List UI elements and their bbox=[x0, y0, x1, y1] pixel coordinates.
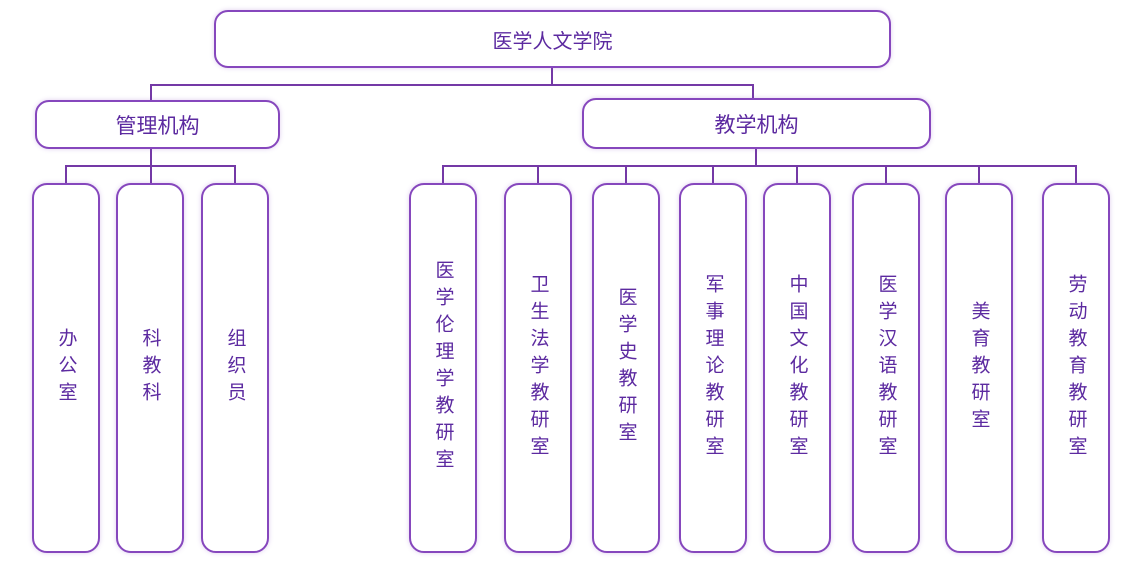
node-management-organizations: 管理机构 bbox=[35, 100, 280, 149]
connector-management-horizontal bbox=[65, 165, 236, 167]
node-school-of-medical-humanities: 医学人文学院 bbox=[214, 10, 891, 68]
node-science-education-section: 科教科 bbox=[116, 183, 184, 553]
node-office: 办公室 bbox=[32, 183, 100, 553]
node-label: 医学人文学院 bbox=[492, 30, 613, 53]
node-label: 办公室 bbox=[55, 327, 77, 409]
connector-to-office bbox=[65, 165, 67, 183]
node-organizer: 组织员 bbox=[201, 183, 269, 553]
node-label: 组织员 bbox=[224, 327, 246, 409]
node-medical-ethics-office: 医学伦理学教研室 bbox=[409, 183, 477, 553]
node-label: 军事理论教研室 bbox=[702, 273, 724, 463]
node-label: 美育教研室 bbox=[968, 300, 990, 436]
connector-root-down bbox=[551, 68, 553, 85]
node-label: 劳动教育教研室 bbox=[1065, 273, 1087, 463]
node-chinese-culture-office: 中国文化教研室 bbox=[763, 183, 831, 553]
connector-to-teaching-child-1 bbox=[442, 165, 444, 183]
node-teaching-organizations: 教学机构 bbox=[582, 98, 931, 149]
node-military-theory-office: 军事理论教研室 bbox=[679, 183, 747, 553]
node-label: 医学史教研室 bbox=[615, 287, 637, 449]
connector-level2-horizontal bbox=[150, 84, 754, 86]
connector-to-teaching-child-4 bbox=[712, 165, 714, 183]
connector-to-teaching-child-5 bbox=[796, 165, 798, 183]
node-labor-education-office: 劳动教育教研室 bbox=[1042, 183, 1110, 553]
node-label: 中国文化教研室 bbox=[786, 273, 808, 463]
connector-to-organizer bbox=[234, 165, 236, 183]
node-label: 管理机构 bbox=[115, 114, 200, 138]
node-label: 教学机构 bbox=[714, 113, 799, 137]
node-aesthetic-education-office: 美育教研室 bbox=[945, 183, 1013, 553]
node-health-law-office: 卫生法学教研室 bbox=[504, 183, 572, 553]
connector-to-teaching-child-8 bbox=[1075, 165, 1077, 183]
node-label: 卫生法学教研室 bbox=[527, 273, 549, 463]
node-medical-chinese-office: 医学汉语教研室 bbox=[852, 183, 920, 553]
connector-teaching-down bbox=[755, 149, 757, 166]
connector-to-teaching bbox=[752, 84, 754, 98]
connector-to-teaching-child-2 bbox=[537, 165, 539, 183]
connector-to-teaching-child-7 bbox=[978, 165, 980, 183]
connector-to-management bbox=[150, 84, 152, 100]
node-label: 科教科 bbox=[139, 327, 161, 409]
connector-teaching-horizontal bbox=[442, 165, 1077, 167]
node-label: 医学伦理学教研室 bbox=[432, 260, 454, 476]
connector-to-teaching-child-3 bbox=[625, 165, 627, 183]
node-label: 医学汉语教研室 bbox=[875, 273, 897, 463]
node-medical-history-office: 医学史教研室 bbox=[592, 183, 660, 553]
connector-to-teaching-child-6 bbox=[885, 165, 887, 183]
